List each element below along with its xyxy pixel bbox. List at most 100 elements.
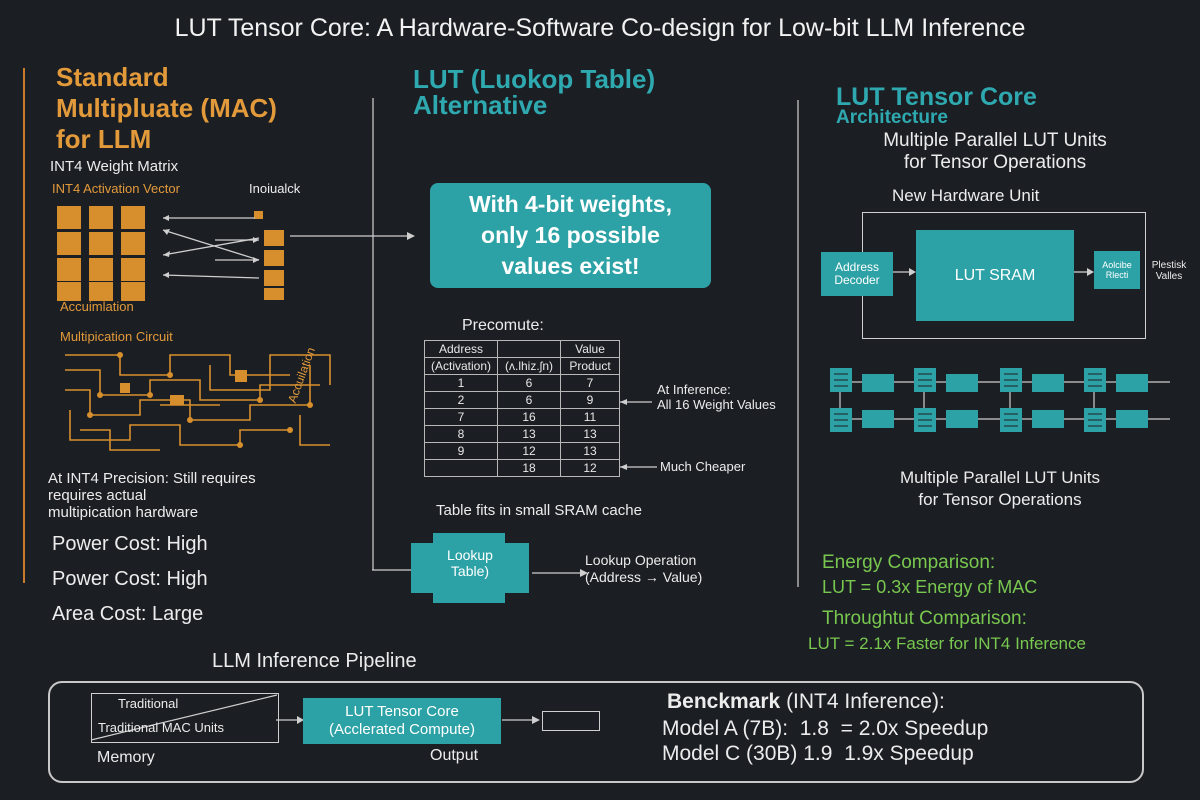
accumulation-label: Accuimlation bbox=[60, 299, 134, 314]
table-header-row: Address Value bbox=[424, 340, 620, 358]
throughput-comparison-value: LUT = 2.1x Faster for INT4 Inference bbox=[808, 634, 1086, 653]
at-inference-line2: All 16 Weight Values bbox=[657, 397, 776, 412]
weight-cell bbox=[121, 206, 145, 229]
callout-line1: With 4-bit weights, bbox=[469, 191, 672, 217]
at-inference-note: At Inference: All 16 Weight Values bbox=[657, 382, 776, 412]
lookup-op-line1: Lookup Operation bbox=[585, 552, 697, 568]
table-row: 7 16 11 bbox=[424, 408, 620, 426]
parallel-units-note-bottom: Multiple Parallel LUT Units for Tensor O… bbox=[800, 467, 1200, 511]
table-header-cell: (Activation) bbox=[424, 357, 498, 375]
benchmark-model-c: Model C (30B) 1.9 1.9x Speedup bbox=[662, 742, 974, 765]
lut-table-container: Address Value (Activation) (ʌ.lhiz.ʃn) P… bbox=[424, 340, 620, 477]
lookup-arrow-icon bbox=[532, 569, 588, 577]
parallel-bottom-line2: for Tensor Operations bbox=[918, 490, 1082, 509]
weight-cell bbox=[57, 206, 81, 229]
lookup-op-line2: (Address → Value) bbox=[585, 569, 703, 585]
lookup-table-line2: Table) bbox=[450, 563, 490, 579]
callout-line2: only 16 possible bbox=[481, 222, 660, 248]
weight-cell bbox=[89, 282, 113, 301]
memory-label: Memory bbox=[97, 749, 155, 766]
weight-cell bbox=[89, 206, 113, 229]
at-inference-line1: At Inference: bbox=[657, 382, 731, 397]
pipeline-arrow-2 bbox=[502, 716, 540, 724]
table-header-cell: Product bbox=[560, 357, 620, 375]
power-cost-2: Power Cost: High bbox=[52, 568, 208, 590]
much-cheaper-label: Much Cheaper bbox=[660, 459, 746, 474]
addr-decoder-line2: Decoder bbox=[834, 273, 880, 287]
benchmark-title: Benckmark (INT4 Inference): bbox=[667, 690, 945, 714]
table-header-cell: (ʌ.lhiz.ʃn) bbox=[497, 357, 561, 375]
adder-block: Aolcibe Rlecti bbox=[1094, 251, 1140, 289]
lut-core-line1: LUT Tensor Core bbox=[345, 703, 459, 720]
page-title: LUT Tensor Core: A Hardware-Software Co-… bbox=[174, 14, 1026, 42]
power-cost-1: Power Cost: High bbox=[52, 533, 208, 555]
callout-line3: values exist! bbox=[501, 253, 640, 279]
address-decoder-block: Address Decoder bbox=[821, 252, 893, 296]
table-cell: 1 bbox=[424, 374, 498, 392]
adder-line2: Rlecti bbox=[1105, 270, 1129, 280]
traditional-mac-label: Traditional MAC Units bbox=[98, 720, 224, 735]
table-header-row: (Activation) (ʌ.lhiz.ʃn) Product bbox=[424, 357, 620, 375]
column-divider-2 bbox=[797, 100, 799, 587]
mult-circuit-label: Multipication Circuit bbox=[60, 329, 173, 344]
table-cell: 6 bbox=[497, 374, 561, 392]
mac-arrows-diagram bbox=[162, 211, 415, 300]
mac-heading-line2: Multipluate (MAC) bbox=[56, 93, 277, 123]
table-cell: 18 bbox=[497, 459, 561, 477]
result-values-line2: Valles bbox=[1155, 271, 1183, 282]
table-row: 18 12 bbox=[424, 459, 620, 477]
lookup-table-line1: Lookup bbox=[447, 547, 493, 563]
parallel-lut-units-diagram bbox=[830, 368, 1170, 432]
benchmark-model-a: Model A (7B): 1.8 = 2.0x Speedup bbox=[662, 717, 989, 740]
parallel-top-line1: Multiple Parallel LUT Units bbox=[883, 130, 1107, 151]
table-row: 9 12 13 bbox=[424, 442, 620, 460]
lut-core-pipeline-block: LUT Tensor Core (Acclerated Compute) bbox=[303, 698, 501, 744]
result-values-line1: Plestisk bbox=[1151, 260, 1187, 271]
weight-matrix-label: INT4 Weight Matrix bbox=[50, 158, 179, 175]
area-cost: Area Cost: Large bbox=[52, 603, 204, 625]
mac-heading-line1: Standard bbox=[56, 62, 169, 92]
pipeline-arrow-1 bbox=[276, 716, 304, 724]
parallel-units-note-top: Multiple Parallel LUT Units for Tensor O… bbox=[800, 130, 1190, 174]
weight-cell bbox=[89, 232, 113, 255]
parallel-top-line2: for Tensor Operations bbox=[903, 152, 1087, 173]
traditional-mac-strike bbox=[91, 694, 278, 741]
weight-cell bbox=[57, 258, 81, 281]
lut-core-line2: (Acclerated Compute) bbox=[329, 721, 475, 738]
lut-heading-line1: LUT (Luokop Table) bbox=[413, 64, 656, 94]
mac-heading-line3: for LLM bbox=[56, 124, 152, 154]
throughput-comparison-title: Throughtut Comparison: bbox=[822, 608, 1027, 629]
inoiualck-label: Inoiualck bbox=[249, 181, 301, 196]
traditional-mac-box bbox=[91, 693, 279, 743]
precision-line2: requires actual bbox=[48, 487, 147, 504]
left-accent-bar bbox=[23, 68, 25, 583]
activation-vector-label: INT4 Activation Vector bbox=[52, 181, 180, 196]
tensor-core-heading: LUT Tensor Core bbox=[836, 83, 1037, 111]
benchmark-title-bold: Benckmark bbox=[667, 690, 781, 713]
energy-comparison-title: Energy Comparison: bbox=[822, 552, 996, 573]
table-cell: 12 bbox=[560, 459, 620, 477]
table-header-cell: Address bbox=[424, 340, 498, 358]
table-row: 1 6 7 bbox=[424, 374, 620, 392]
lut-heading-line2: Alternative bbox=[413, 90, 548, 120]
new-hw-unit-label: New Hardware Unit bbox=[892, 186, 1040, 205]
adder-line1: Aolcibe bbox=[1102, 260, 1132, 270]
mac-heading: Standard Multipluate (MAC) for LLM bbox=[56, 62, 366, 155]
addr-decoder-line1: Address bbox=[834, 260, 879, 274]
weight-cell bbox=[89, 258, 113, 281]
table-cell: 13 bbox=[560, 442, 620, 460]
table-row: 8 13 13 bbox=[424, 425, 620, 443]
weight-cell bbox=[57, 282, 81, 301]
table-cell: 7 bbox=[560, 374, 620, 392]
sixteen-values-callout: With 4-bit weights, only 16 possible val… bbox=[430, 183, 711, 288]
precision-line3: multipication hardware bbox=[48, 504, 199, 521]
energy-comparison-value: LUT = 0.3x Energy of MAC bbox=[822, 577, 1038, 597]
result-values-label: Plestisk Valles bbox=[1144, 260, 1194, 282]
tensor-core-subheading: Architecture bbox=[836, 107, 948, 128]
output-label: Output bbox=[430, 747, 479, 764]
weight-cell bbox=[121, 232, 145, 255]
lut-table: Address Value (Activation) (ʌ.lhiz.ʃn) P… bbox=[424, 340, 620, 477]
precision-line1: At INT4 Precision: Still requires bbox=[48, 470, 256, 487]
traditional-label: Traditional bbox=[118, 696, 179, 711]
table-row: 2 6 9 bbox=[424, 391, 620, 409]
